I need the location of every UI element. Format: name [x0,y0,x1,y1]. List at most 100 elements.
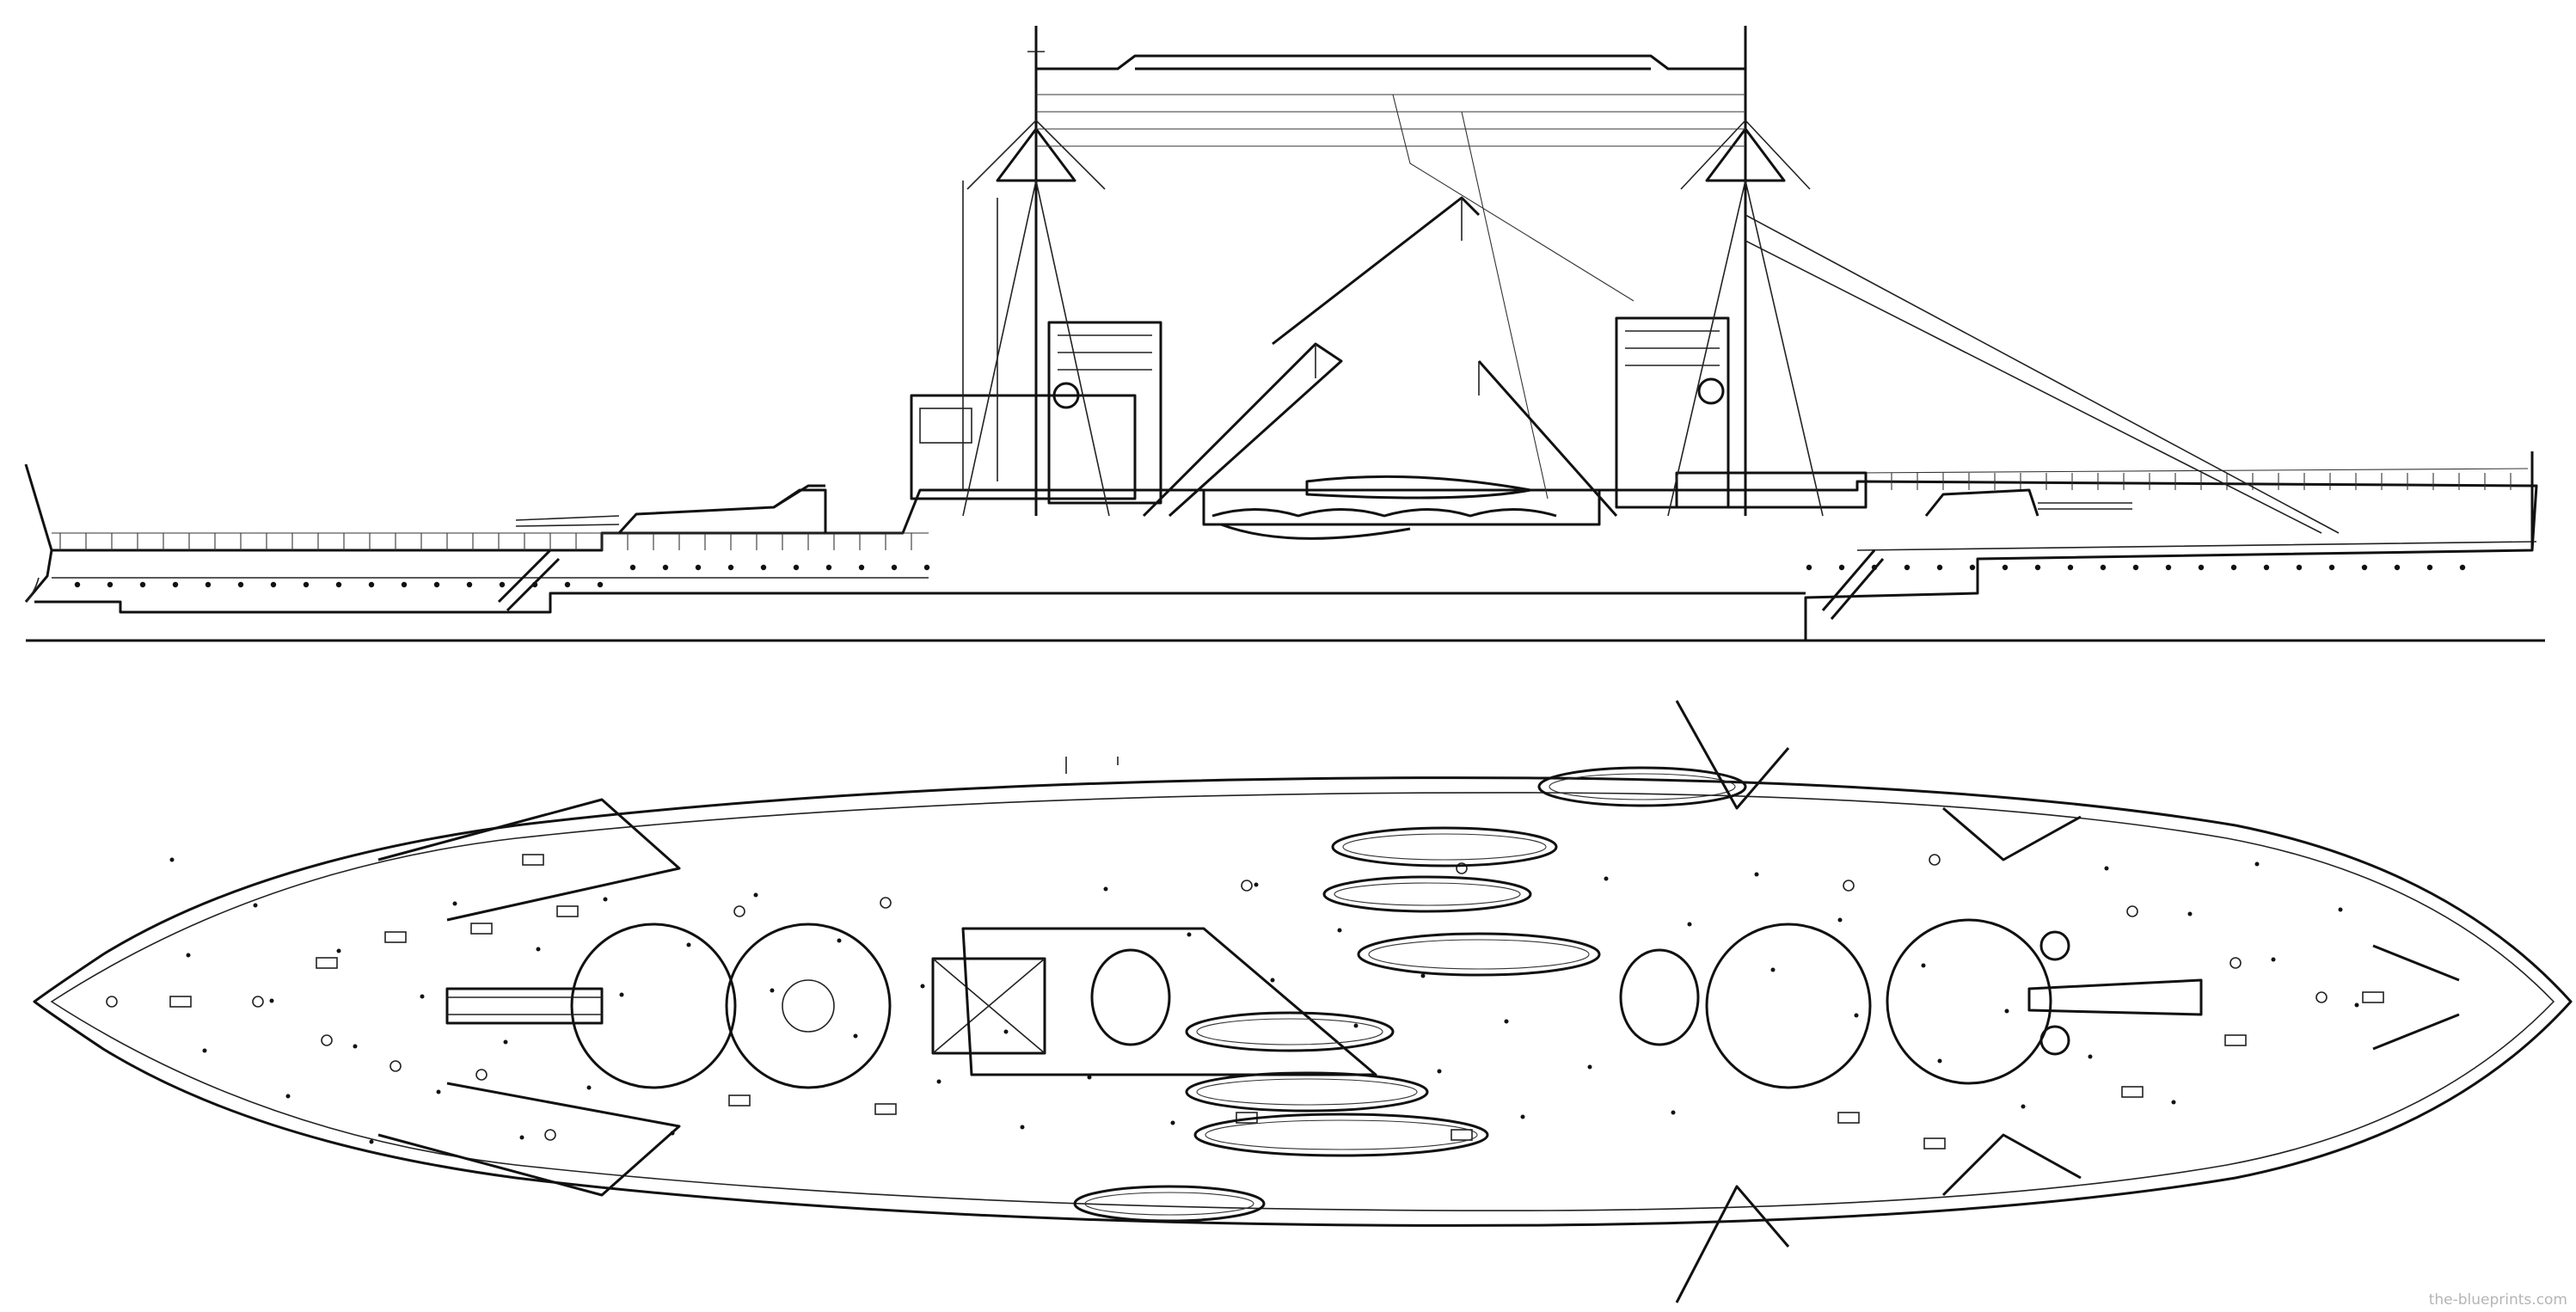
deck-hatch [316,957,338,969]
lifeboat [1322,875,1532,913]
bow-capstans [2039,930,2460,1056]
porthole [891,564,898,571]
deck-bollard [2126,905,2138,917]
porthole [2296,564,2303,571]
deck-bollard [1456,862,1468,874]
deck-bollard [2229,957,2242,969]
deck-bollard [106,996,118,1008]
deck-bollard [733,905,745,917]
porthole [1969,564,1976,571]
deck-outline [33,776,2573,1227]
porthole [368,581,375,588]
porthole [760,564,767,571]
porthole [1904,564,1911,571]
deck-plan-view [33,700,2573,1303]
porthole [2230,564,2237,571]
porthole [923,564,930,571]
porthole [2263,564,2270,571]
deck-bollard [880,897,892,909]
hull-profile [24,451,2545,642]
deck-bollard [1241,880,1253,892]
porthole [1806,564,1812,571]
porthole [499,581,506,588]
mainmast [1667,26,2340,534]
gangway-ladders [497,549,1885,620]
porthole [727,564,734,571]
porthole [205,581,212,588]
porthole [629,564,636,571]
lifeboat [1193,1113,1489,1157]
porthole [270,581,277,588]
lifeboat [1357,932,1601,977]
porthole-row [74,564,2466,588]
deck-hatch [470,923,493,935]
deck-hatch [1923,1137,1946,1150]
boats-plan [1073,766,1747,1223]
porthole [466,581,473,588]
porthole [597,581,604,588]
forward-turret-plan [445,923,892,1089]
side-profile-view [24,26,2545,642]
porthole [433,581,440,588]
deck-bollard [321,1034,333,1046]
porthole [2100,564,2107,571]
porthole [172,581,179,588]
porthole [107,581,113,588]
aft-turret-side [1924,488,2132,517]
lifeboat [1331,826,1558,868]
deck-bollard [389,1060,402,1072]
superstructure-side [910,316,1868,526]
porthole [662,564,669,571]
deck-hatch [522,854,544,866]
porthole [825,564,832,571]
porthole [401,581,408,588]
deck-hatch [1837,1112,1860,1124]
lifeboat [1537,766,1747,807]
porthole [2328,564,2335,571]
boat-cranes [1142,196,1618,518]
deck-hatch [556,905,579,917]
deck-hatch [384,931,407,943]
boat-booms [377,700,2082,1303]
watermark-text: the-blueprints.com [2428,1291,2567,1309]
porthole [858,564,865,571]
porthole [2132,564,2139,571]
porthole [303,581,310,588]
porthole [2426,564,2433,571]
porthole [793,564,800,571]
deck-hatch [2362,991,2384,1003]
forward-turret-side [515,484,827,535]
deck-hatch [2121,1086,2144,1098]
porthole [564,581,571,588]
porthole [335,581,342,588]
porthole [2459,564,2466,571]
deck-bollard [1929,854,1941,866]
porthole [74,581,81,588]
porthole [2198,564,2205,571]
porthole [2165,564,2172,571]
lifeboat [1185,1011,1395,1052]
deck-bollard [1843,880,1855,892]
lifeboat [1073,1185,1266,1223]
deck-hatch [728,1094,751,1107]
deck-bollard [252,996,264,1008]
deck-hatch [1451,1129,1473,1141]
porthole [2034,564,2041,571]
boats-side [1220,475,1532,540]
porthole [139,581,146,588]
deck-fittings [106,854,2384,1150]
aerial-wires [1036,54,1745,500]
deck-hatch [2224,1034,2247,1046]
aft-turret-plan [1705,918,2203,1089]
porthole [1838,564,1845,571]
porthole [2394,564,2401,571]
porthole [2002,564,2009,571]
deck-bollard [544,1129,556,1141]
porthole [2361,564,2368,571]
foremast [962,26,1110,517]
lifeboat [1185,1071,1429,1113]
superstructure-plan [931,927,1700,1076]
deck-bollard [475,1069,488,1081]
porthole [695,564,702,571]
